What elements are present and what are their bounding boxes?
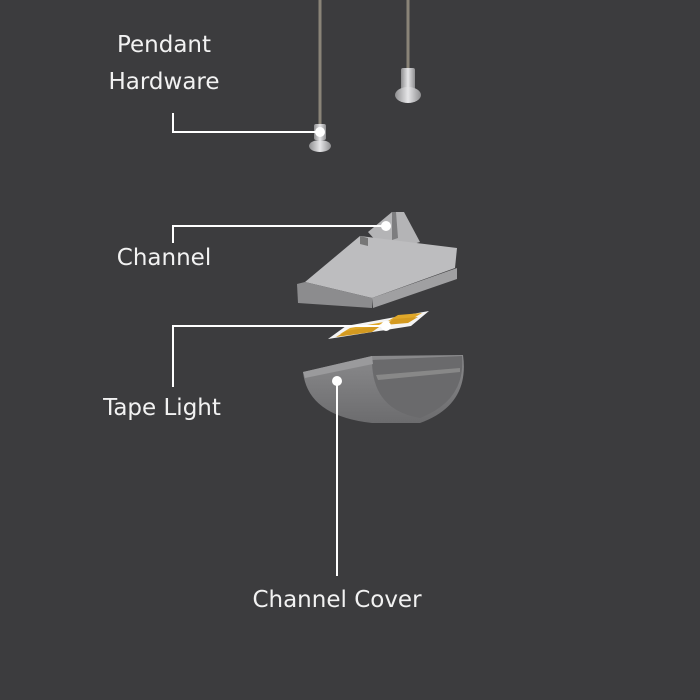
leader-pendant [172,113,320,133]
pendant-dot [315,127,325,137]
label-pendant-line1: Pendant [116,32,212,58]
leader-tape-light [172,325,386,387]
pendant-hardware-right [395,0,421,103]
label-tape-light: Tape Light [103,395,221,421]
channel-part [297,212,457,308]
label-channel-cover: Channel Cover [252,587,422,613]
channel-cover-dot [332,376,342,386]
label-pendant-hardware: Pendant Hardware [94,27,234,101]
label-pendant-line2: Hardware [108,69,220,95]
label-channel: Channel [116,245,212,271]
leader-channel [172,225,386,243]
channel-dot [381,221,391,231]
leader-lines [172,113,386,576]
channel-cover-part [303,355,464,423]
tape-light-dot [381,321,391,331]
